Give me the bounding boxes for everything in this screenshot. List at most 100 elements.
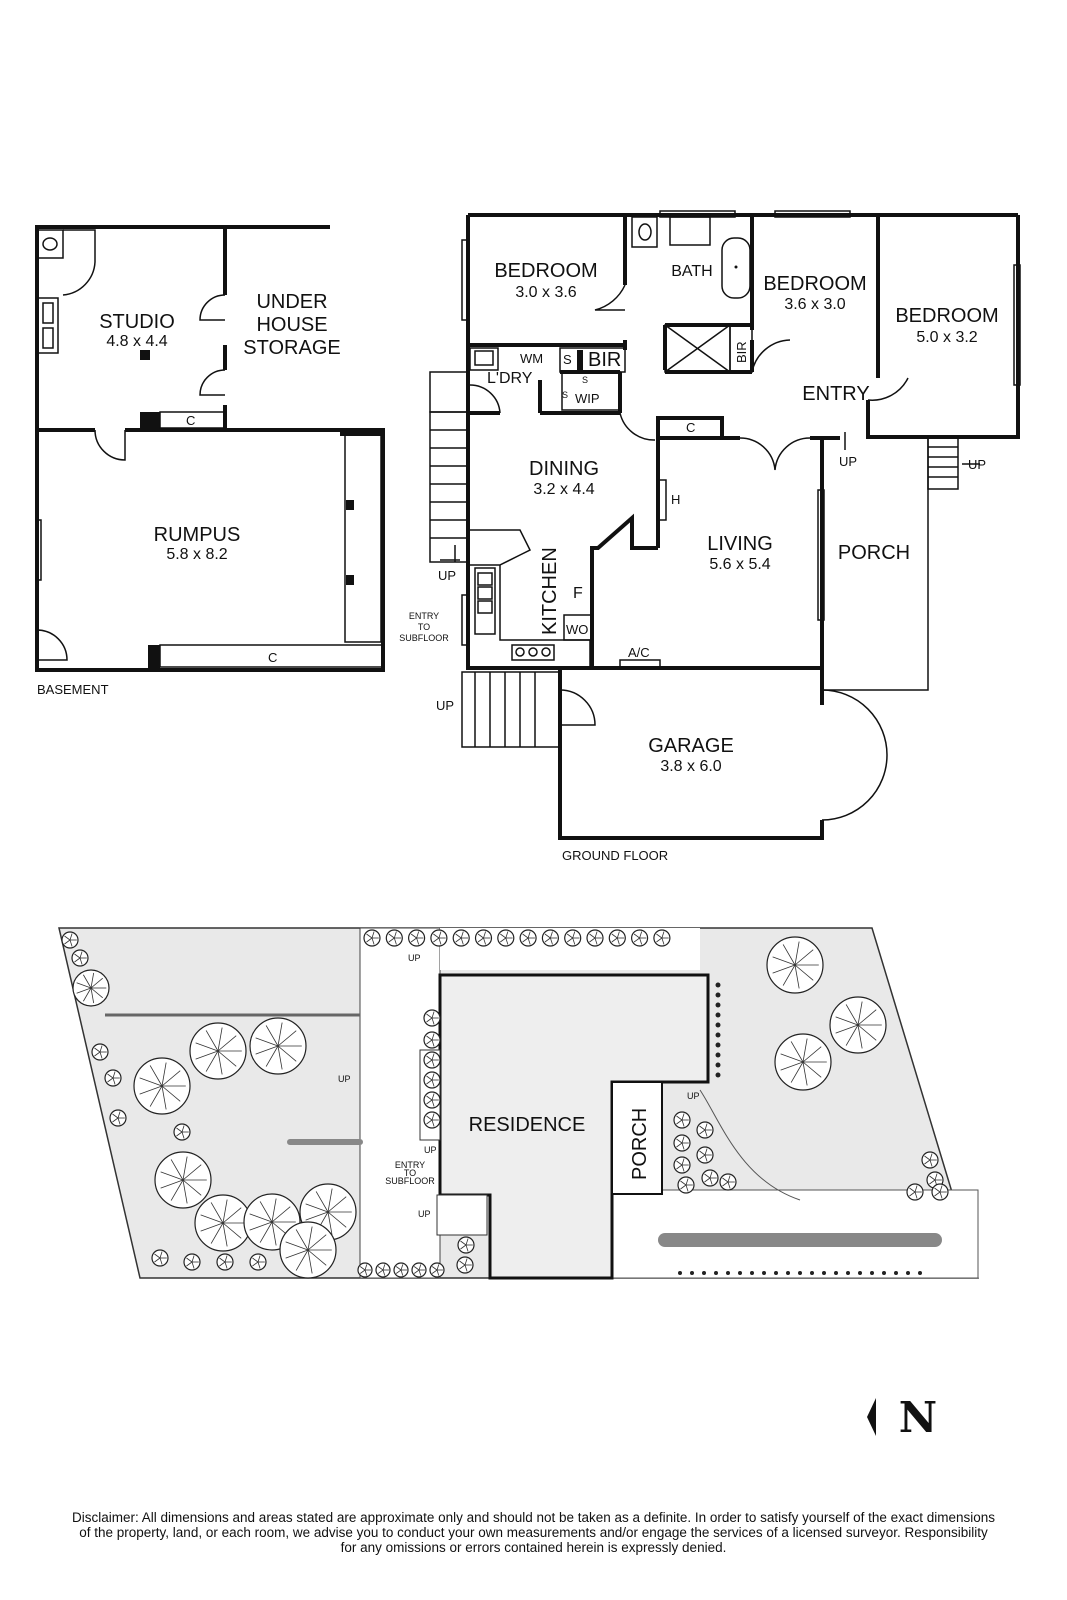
- tree-branch: [249, 1213, 273, 1223]
- tree-branch: [99, 1051, 103, 1059]
- tree-branch: [431, 1053, 435, 1061]
- living-dimensions: 5.6 x 5.4: [709, 556, 770, 573]
- tree-branch: [249, 1221, 273, 1231]
- tree-branch: [416, 931, 420, 939]
- tree-branch: [611, 937, 618, 943]
- tree-branch: [661, 931, 665, 939]
- tree-branch: [566, 933, 573, 939]
- tree-branch: [200, 1214, 224, 1224]
- tree-branch: [161, 1085, 167, 1110]
- tree-branch: [418, 1269, 422, 1276]
- tree-branch: [465, 1238, 469, 1246]
- tree-branch: [259, 1201, 273, 1223]
- tree-branch: [159, 1251, 163, 1259]
- tree-branch: [217, 1050, 237, 1067]
- tree-branch: [782, 964, 796, 986]
- tree-branch: [413, 1266, 420, 1271]
- dining-label: DINING: [529, 458, 599, 480]
- tree-branch: [790, 1041, 804, 1063]
- tree-branch: [364, 1264, 368, 1271]
- tree-branch: [802, 1061, 808, 1086]
- tree-branch: [527, 931, 531, 939]
- tree-branch: [400, 1269, 404, 1276]
- tree-branch: [616, 937, 620, 945]
- tree-branch: [722, 1181, 729, 1187]
- ac-label: A/C: [628, 645, 650, 660]
- tree-branch: [191, 1261, 195, 1269]
- tree-branch: [315, 1191, 329, 1213]
- tree-branch: [307, 1226, 313, 1251]
- hedge-shrub: [715, 982, 721, 988]
- tree-branch: [433, 933, 440, 939]
- site-plan: RESIDENCE PORCH UP UP UP UP UP ENTRY TO …: [58, 927, 980, 1280]
- storage-label-line2: HOUSE: [256, 314, 327, 336]
- tree-branch: [934, 1187, 941, 1193]
- tree-branch: [676, 1119, 683, 1125]
- tree-branch: [359, 1266, 366, 1271]
- tree-branch: [505, 931, 509, 939]
- tree-branch: [460, 1240, 467, 1246]
- tree-branch: [699, 1154, 706, 1160]
- tree-branch: [459, 1260, 466, 1266]
- tree-branch: [522, 937, 529, 943]
- tree-branch: [500, 933, 507, 939]
- tree-branch: [431, 1059, 435, 1067]
- storage-s3-label: S: [562, 390, 568, 400]
- site-subfloor-line3: SUBFLOOR: [385, 1176, 435, 1186]
- tree-branch: [544, 937, 551, 943]
- tree-branch: [64, 939, 71, 945]
- tree-branch: [681, 1142, 685, 1150]
- tree-branch: [929, 1179, 936, 1185]
- tree-branch: [772, 956, 796, 966]
- tree-branch: [500, 937, 507, 943]
- storage-label-line3: STORAGE: [243, 337, 340, 359]
- tree-branch: [222, 1199, 228, 1224]
- tree-branch: [426, 1035, 433, 1041]
- tree-branch: [431, 1011, 435, 1019]
- hedge-shrub: [726, 1271, 730, 1275]
- tree-branch: [455, 937, 462, 943]
- rumpus-label: RUMPUS: [154, 524, 241, 546]
- tree-branch: [371, 931, 375, 939]
- north-arrow-icon: [867, 1398, 876, 1436]
- tree-branch: [909, 1187, 916, 1193]
- hedge-shrub: [715, 1022, 721, 1028]
- hedge-shrub: [715, 1042, 721, 1048]
- site-subfloor-line2: TO: [404, 1168, 416, 1178]
- tree-branch: [224, 1261, 228, 1269]
- hedge-shrub: [678, 1271, 682, 1275]
- tree-branch: [69, 939, 73, 947]
- site-up-label-4: UP: [418, 1209, 431, 1219]
- residence-label: RESIDENCE: [469, 1114, 586, 1136]
- tree-branch: [431, 1099, 435, 1107]
- tree-branch: [200, 1222, 224, 1232]
- tree-branch: [182, 1156, 188, 1181]
- tree-branch: [676, 1142, 683, 1148]
- tree-branch: [139, 1077, 163, 1087]
- tree-branch: [572, 937, 576, 945]
- tree-branch: [845, 1004, 859, 1026]
- tree-branch: [550, 931, 553, 939]
- hedge-shrub: [715, 1052, 721, 1058]
- tree-branch: [794, 949, 814, 966]
- tree-branch: [685, 1178, 689, 1186]
- hedge-shrub: [906, 1271, 910, 1275]
- tree-branch: [139, 1085, 163, 1095]
- tree-branch: [388, 937, 395, 943]
- bedroom2-label: BEDROOM: [763, 273, 866, 295]
- garage-dimensions: 3.8 x 6.0: [660, 758, 721, 775]
- tree-branch: [94, 1047, 101, 1053]
- tree-branch: [186, 1257, 193, 1263]
- tree-branch: [94, 1051, 101, 1057]
- tree-branch: [222, 1207, 242, 1224]
- hedge-shrub: [715, 1062, 721, 1068]
- tree-branch: [426, 1099, 433, 1105]
- tree-branch: [255, 1037, 279, 1047]
- tree-branch: [182, 1179, 202, 1196]
- tree-branch: [680, 1184, 687, 1190]
- tree-branch: [802, 1046, 822, 1063]
- tree-branch: [271, 1221, 277, 1246]
- tree-branch: [464, 1258, 468, 1266]
- tree-branch: [914, 1191, 918, 1199]
